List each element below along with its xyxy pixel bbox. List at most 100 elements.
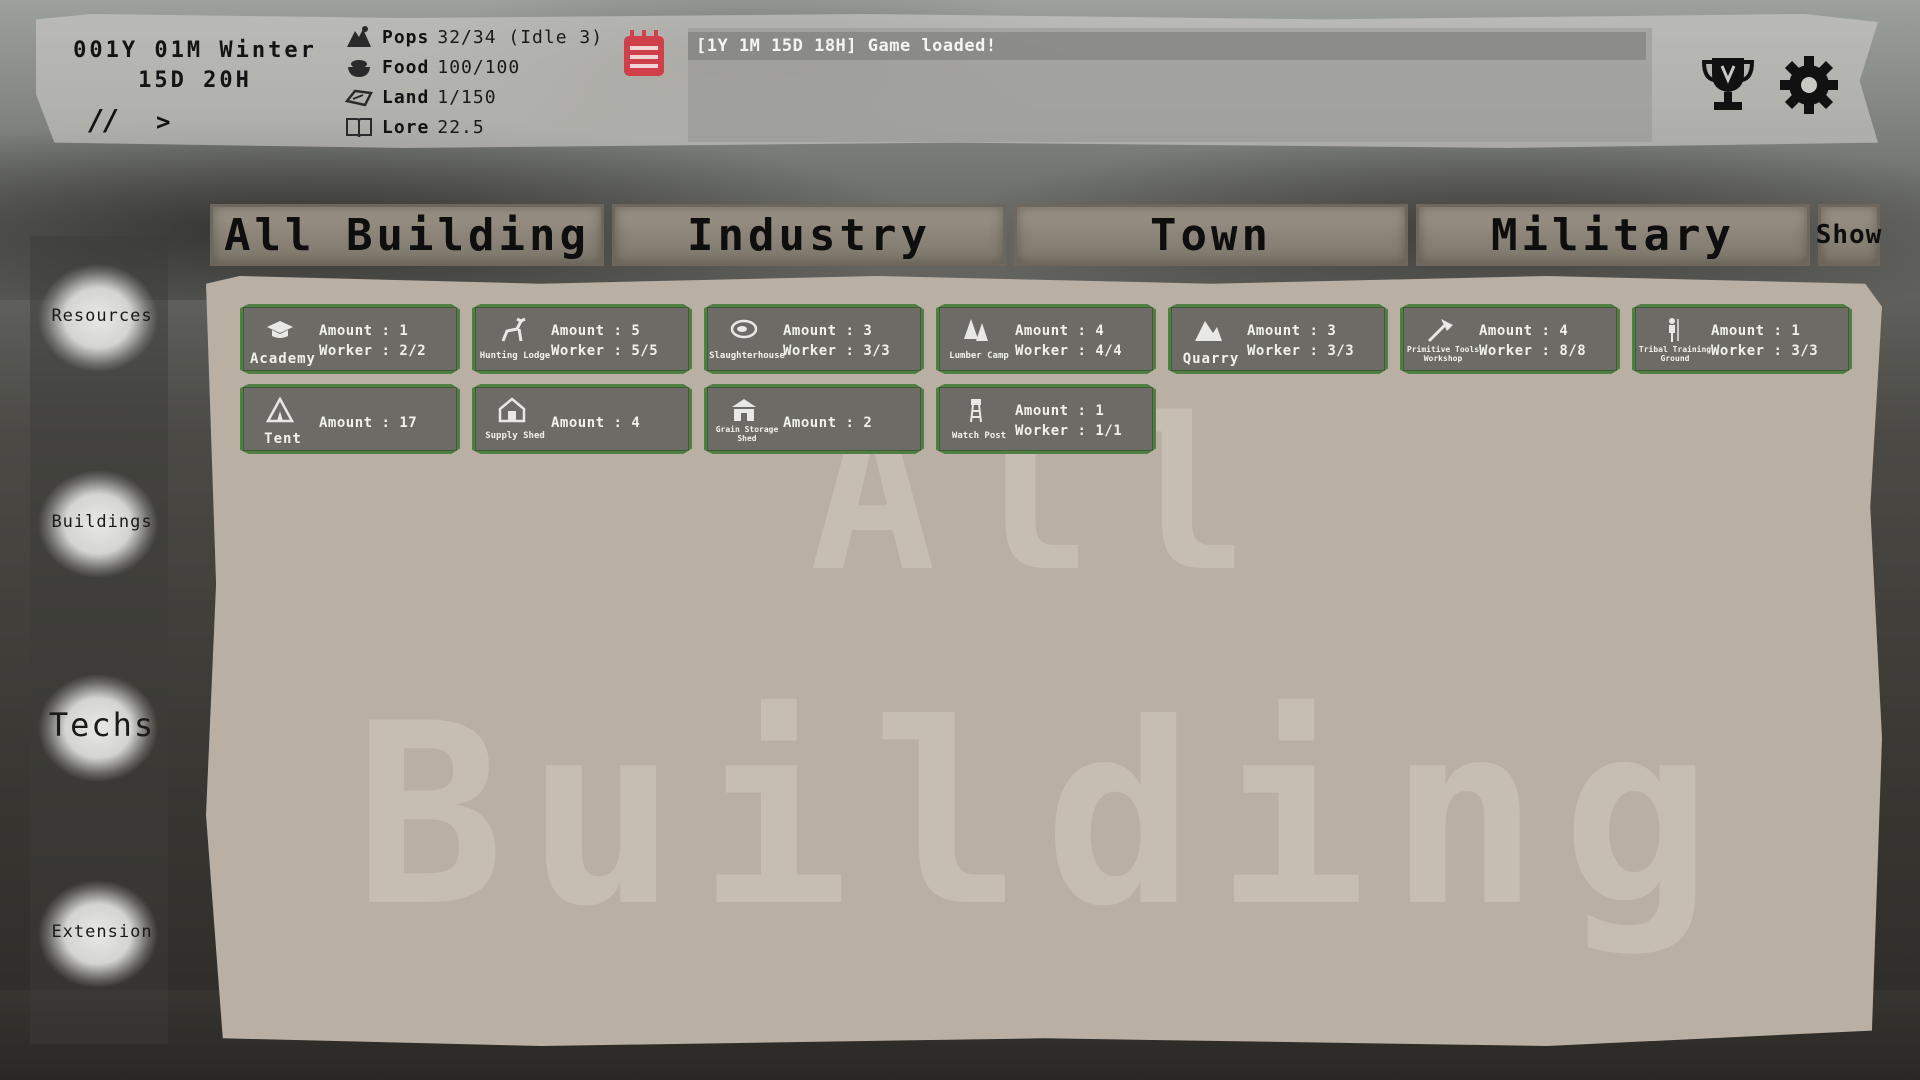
building-amount: Amount : 4	[1479, 323, 1569, 339]
stat-lore: Lore 22.5	[344, 112, 603, 142]
building-worker: Worker : 3/3	[783, 343, 891, 359]
settings-gear-icon[interactable]	[1780, 56, 1838, 114]
resource-stats: Pops 32/34 (Idle 3) Food 100/100 Land 1/…	[344, 22, 603, 142]
stat-label: Food	[382, 56, 430, 78]
tab-all-building[interactable]: All Building	[210, 204, 604, 266]
nav-extension[interactable]: Extension	[36, 876, 168, 992]
tab-military[interactable]: Military	[1416, 204, 1810, 266]
building-stats: Amount : 1 Worker : 1/1	[1015, 401, 1122, 441]
building-card-grain-storage-shed[interactable]: Grain Storage Shed Amount : 2	[704, 384, 924, 454]
trees-icon	[961, 317, 991, 343]
building-card-lumber-camp[interactable]: Lumber Camp Amount : 4 Worker : 4/4	[936, 304, 1156, 374]
building-worker: Worker : 1/1	[1015, 423, 1123, 439]
trophy-icon[interactable]	[1700, 54, 1756, 114]
building-name: Quarry	[1182, 351, 1240, 367]
tab-show[interactable]: Show	[1816, 204, 1881, 266]
building-name: Primitive Tools Workshop	[1406, 345, 1480, 363]
building-name: Watch Post	[951, 431, 1007, 441]
building-stats: Amount : 17	[319, 413, 417, 433]
meat-icon	[729, 317, 759, 343]
stat-label: Pops	[382, 26, 430, 48]
nav-label: Extension	[51, 922, 153, 942]
building-name: Grain Storage Shed	[715, 425, 779, 443]
speed-up-button[interactable]: >	[156, 108, 171, 136]
stat-food: Food 100/100	[344, 52, 603, 82]
building-worker: Worker : 2/2	[319, 343, 427, 359]
building-card-quarry[interactable]: Quarry Amount : 3 Worker : 3/3	[1168, 304, 1388, 374]
building-stats: Amount : 2	[783, 413, 872, 433]
shed-icon	[497, 397, 527, 423]
food-icon	[344, 55, 374, 79]
building-card-tent[interactable]: Tent Amount : 17	[240, 384, 460, 454]
building-name: Tribal Training Ground	[1638, 345, 1712, 363]
building-card-slaughterhouse[interactable]: Slaughterhouse Amount : 3 Worker : 3/3	[704, 304, 924, 374]
rocks-icon	[1193, 317, 1223, 343]
building-worker: Worker : 4/4	[1015, 343, 1123, 359]
pause-button[interactable]: //	[88, 104, 120, 137]
nav-label: Buildings	[51, 512, 153, 532]
tab-town[interactable]: Town	[1014, 204, 1408, 266]
building-stats: Amount : 4	[551, 413, 640, 433]
nav-brush-bg	[36, 260, 168, 376]
category-tabs: All Building Industry Town Military Show	[210, 204, 1881, 266]
building-amount: Amount : 5	[551, 323, 641, 339]
building-stats: Amount : 4 Worker : 8/8	[1479, 321, 1586, 361]
building-worker: Worker : 5/5	[551, 343, 659, 359]
nav-label: Techs	[48, 706, 156, 744]
stat-value: 22.5	[437, 116, 485, 138]
building-amount: Amount : 4	[1015, 323, 1105, 339]
nav-buildings[interactable]: Buildings	[36, 466, 168, 582]
nav-brush-bg	[36, 670, 168, 786]
building-card-tribal-training-ground[interactable]: Tribal Training Ground Amount : 1 Worker…	[1632, 304, 1852, 374]
population-icon	[344, 25, 374, 49]
building-amount: Amount : 17	[319, 415, 418, 431]
building-name: Hunting Lodge	[479, 351, 551, 361]
building-stats: Amount : 3 Worker : 3/3	[783, 321, 890, 361]
building-card-supply-shed[interactable]: Supply Shed Amount : 4	[472, 384, 692, 454]
stat-land: Land 1/150	[344, 82, 603, 112]
building-worker: Worker : 8/8	[1479, 343, 1587, 359]
tab-industry[interactable]: Industry	[612, 204, 1006, 266]
building-amount: Amount : 1	[1015, 403, 1105, 419]
building-amount: Amount : 3	[1247, 323, 1337, 339]
tent-icon	[265, 396, 295, 423]
building-amount: Amount : 1	[319, 323, 409, 339]
building-stats: Amount : 3 Worker : 3/3	[1247, 321, 1354, 361]
building-amount: Amount : 3	[783, 323, 873, 339]
warrior-icon	[1657, 317, 1687, 343]
building-name: Lumber Camp	[949, 351, 1009, 361]
building-worker: Worker : 3/3	[1711, 343, 1819, 359]
watchtower-icon	[961, 397, 991, 423]
building-name: Slaughterhouse	[709, 351, 785, 361]
deer-icon	[497, 317, 527, 343]
building-name: Academy	[249, 351, 316, 367]
nav-resources[interactable]: Resources	[36, 260, 168, 376]
building-stats: Amount : 1 Worker : 2/2	[319, 321, 426, 361]
book-icon	[344, 115, 374, 139]
building-stats: Amount : 5 Worker : 5/5	[551, 321, 658, 361]
nav-brush-bg	[36, 466, 168, 582]
building-amount: Amount : 2	[783, 415, 873, 431]
date-line-1: 001Y 01M Winter	[73, 38, 317, 63]
game-date: 001Y 01M Winter 15D 20H	[70, 36, 320, 96]
stat-label: Land	[382, 86, 430, 108]
message-log[interactable]: [1Y 1M 15D 18H] Game loaded!	[688, 28, 1652, 142]
building-amount: Amount : 4	[551, 415, 641, 431]
building-stats: Amount : 1 Worker : 3/3	[1711, 321, 1818, 361]
building-card-hunting-lodge[interactable]: Hunting Lodge Amount : 5 Worker : 5/5	[472, 304, 692, 374]
stat-label: Lore	[382, 116, 430, 138]
granary-icon	[729, 397, 759, 423]
graduation-cap-icon	[265, 317, 295, 343]
building-card-academy[interactable]: Academy Amount : 1 Worker : 2/2	[240, 304, 460, 374]
building-card-primitive-tools-workshop[interactable]: Primitive Tools Workshop Amount : 4 Work…	[1400, 304, 1620, 374]
stat-value: 100/100	[437, 56, 521, 78]
log-message: [1Y 1M 15D 18H] Game loaded!	[688, 32, 1646, 60]
building-name: Tent	[264, 431, 302, 447]
building-stats: Amount : 4 Worker : 4/4	[1015, 321, 1122, 361]
building-card-watch-post[interactable]: Watch Post Amount : 1 Worker : 1/1	[936, 384, 1156, 454]
nav-techs[interactable]: Techs	[36, 670, 168, 786]
land-icon	[344, 85, 374, 109]
stat-value: 1/150	[437, 86, 497, 108]
event-log-icon[interactable]	[622, 30, 666, 78]
building-amount: Amount : 1	[1711, 323, 1801, 339]
